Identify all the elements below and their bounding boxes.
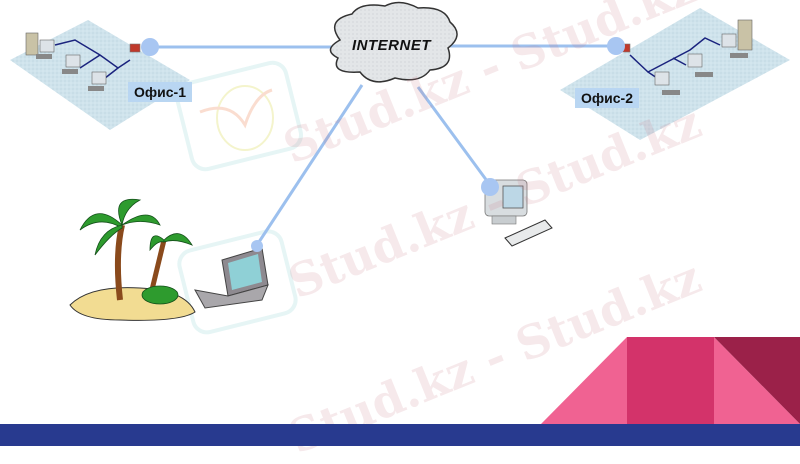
laptop-icon bbox=[194, 247, 269, 309]
footer-bar bbox=[0, 424, 800, 446]
network-links bbox=[150, 44, 615, 246]
network-diagram bbox=[10, 1, 800, 424]
office-1-label: Офис-1 bbox=[128, 82, 192, 102]
watermark-logo-icon bbox=[177, 229, 298, 335]
watermark-logo-icon bbox=[174, 60, 304, 172]
office-1-lan-icon bbox=[10, 20, 190, 130]
link-desktop bbox=[416, 86, 492, 186]
decorative-corner-shapes bbox=[541, 337, 800, 424]
office-2-lan-icon bbox=[560, 8, 790, 140]
router-icon bbox=[129, 43, 141, 53]
link-laptop bbox=[255, 84, 364, 246]
internet-label: INTERNET bbox=[352, 37, 431, 54]
island-palm-trees-icon bbox=[69, 198, 196, 321]
connection-points bbox=[141, 37, 625, 252]
internet-cloud-icon bbox=[329, 1, 458, 83]
office-2-label: Офис-2 bbox=[575, 88, 639, 108]
